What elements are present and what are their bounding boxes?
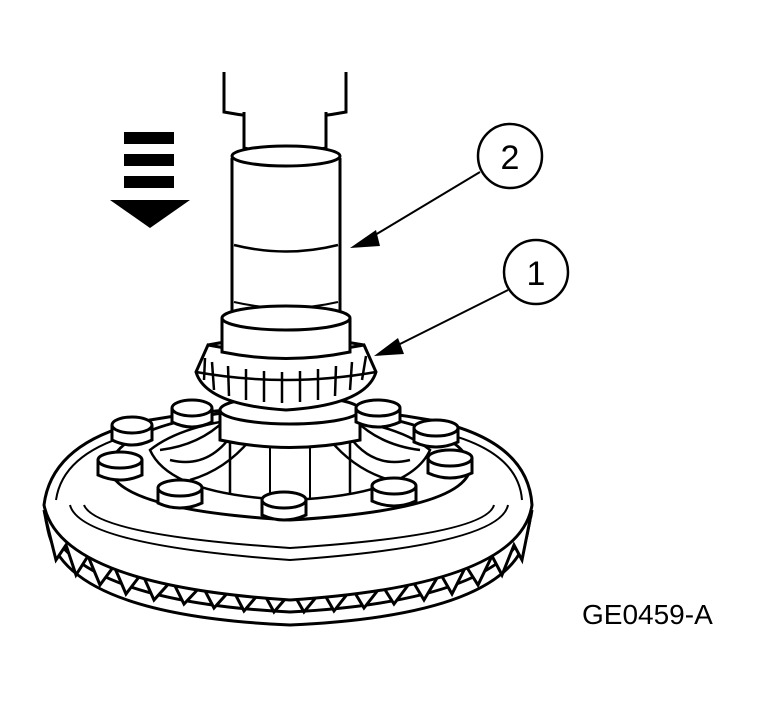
- bolt-head: [170, 398, 214, 429]
- bolt-head: [96, 450, 144, 482]
- press-down-arrow-icon: [110, 132, 190, 228]
- tapered-roller-bearing: [194, 336, 378, 412]
- figure-id: GE0459-A: [582, 599, 713, 630]
- bearing-rollers: [202, 355, 368, 403]
- callout-1-number: 1: [527, 255, 546, 293]
- bearing-installer-tool: [220, 72, 352, 360]
- ring-gear-bolts: [96, 398, 474, 522]
- bolt-head: [426, 448, 474, 480]
- bolt-head: [354, 398, 402, 429]
- bolt-head: [260, 490, 308, 522]
- bolt-head: [370, 476, 418, 508]
- callout-1: 1: [374, 238, 570, 356]
- bolt-head: [412, 418, 460, 449]
- bolt-head: [156, 478, 204, 510]
- callout-2: 2: [350, 122, 544, 248]
- bolt-head: [110, 415, 154, 447]
- callout-2-number: 2: [501, 139, 520, 177]
